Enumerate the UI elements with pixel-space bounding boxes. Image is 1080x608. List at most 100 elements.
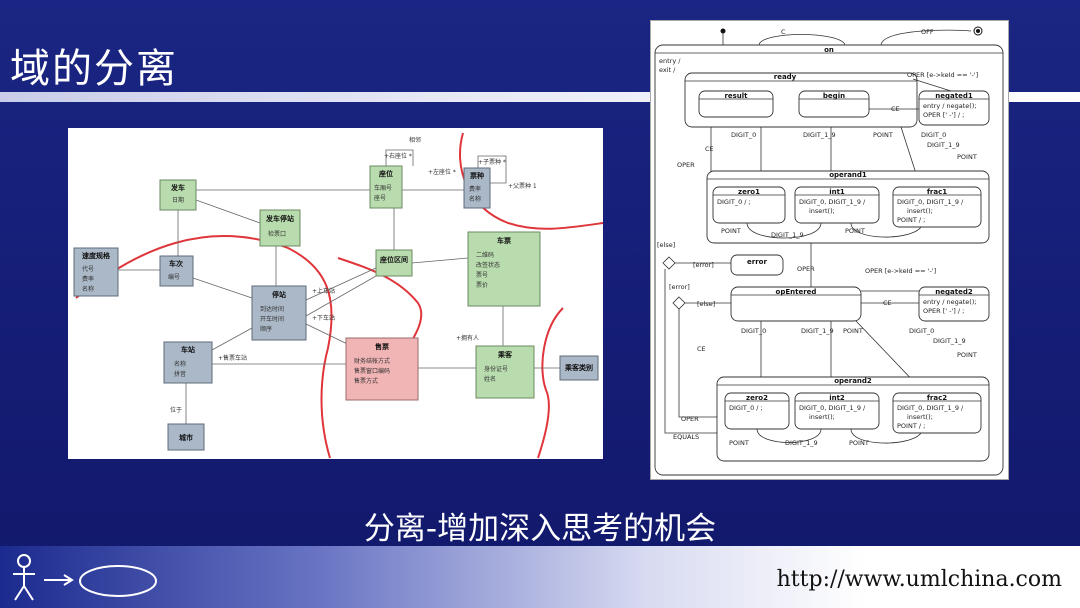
label-oper-keid-2: OPER [e->keId == '-'] <box>865 267 936 275</box>
class-chepiao[interactable]: 车票 二维码 改签状态 票号 票价 <box>467 231 541 307</box>
svg-text:opEntered: opEntered <box>776 288 817 296</box>
label-c: C <box>781 28 786 36</box>
svg-text:二维码: 二维码 <box>476 251 494 259</box>
svg-text:insert();: insert(); <box>907 207 933 215</box>
label-zipiaozhong: +子票种 * <box>478 158 506 166</box>
svg-text:财务结帐方式: 财务结帐方式 <box>354 357 390 365</box>
label-xianglin: 相邻 <box>409 136 421 144</box>
label-point-int1: POINT <box>845 227 865 235</box>
svg-text:名称: 名称 <box>469 195 481 203</box>
svg-text:OPER [' -'] / ;: OPER [' -'] / ; <box>923 111 964 119</box>
svg-text:姓名: 姓名 <box>484 375 496 383</box>
label-ce-1: CE <box>891 105 900 113</box>
assoc-checi-tingzhan <box>192 277 253 299</box>
svg-text:int1: int1 <box>829 188 845 196</box>
label-point-zero1: POINT <box>721 227 741 235</box>
top-initial-dot <box>720 28 726 34</box>
footer-url[interactable]: http://www.umlchina.com <box>776 567 1062 592</box>
assoc-piaozhong-self <box>477 155 507 184</box>
transition-int1-frac1 <box>850 222 922 238</box>
state-begin[interactable]: begin <box>798 90 870 118</box>
label-digit19-zero2: DIGIT_1_9 <box>785 439 818 447</box>
class-checi[interactable]: 车次 编号 <box>159 255 194 287</box>
label-fupiaozhong: +父票种 1 <box>508 182 537 190</box>
svg-text:车厢号: 车厢号 <box>374 184 392 192</box>
transition-operand2-equals <box>664 269 717 434</box>
label-point-ready: POINT <box>873 131 893 139</box>
svg-text:售票方式: 售票方式 <box>354 377 378 385</box>
class-chezhan[interactable]: 车站 名称 拼音 <box>163 341 213 384</box>
label-point-int2: POINT <box>849 439 869 447</box>
class-piaozhong[interactable]: 票种 费率 名称 <box>463 167 491 209</box>
separation-curve-4 <box>537 307 564 459</box>
label-xiachezhan: +下车站 <box>312 314 335 322</box>
svg-text:ready: ready <box>774 73 797 81</box>
label-oper-3: OPER <box>681 415 699 423</box>
class-chengkeleibie[interactable]: 乘客类别 <box>559 355 599 381</box>
state-zero1[interactable]: zero1 DIGIT_0 / ; <box>712 186 786 224</box>
state-int2[interactable]: int2 DIGIT_0, DIGIT_1_9 / insert(); <box>794 392 880 430</box>
svg-text:停站: 停站 <box>272 290 286 299</box>
label-equals: EQUALS <box>673 433 699 441</box>
class-tingzhan[interactable]: 停站 到达时间 开车时间 顺序 <box>251 285 307 341</box>
svg-text:日期: 日期 <box>172 196 184 204</box>
svg-text:身份证号: 身份证号 <box>484 365 508 373</box>
title-divider <box>0 92 1080 102</box>
state-negated1[interactable]: negated1 entry / negate(); OPER [' -'] /… <box>918 90 990 126</box>
assoc-zuoweiqujian-chepiao <box>411 257 469 264</box>
label-ce-2: CE <box>705 145 714 153</box>
usecase-ellipse-icon <box>79 565 157 597</box>
svg-text:费率: 费率 <box>82 275 94 283</box>
state-error[interactable]: error <box>730 254 784 276</box>
svg-text:发车停站: 发车停站 <box>265 214 294 223</box>
class-zuowei[interactable]: 座位 车厢号 座号 <box>369 165 403 209</box>
class-chengshi[interactable]: 城市 <box>167 423 205 451</box>
class-shoupiao[interactable]: 售票 财务结帐方式 售票窗口编码 售票方式 <box>345 337 419 401</box>
state-result[interactable]: result <box>698 90 774 118</box>
svg-text:DIGIT_0, DIGIT_1_9 /: DIGIT_0, DIGIT_1_9 / <box>799 198 866 206</box>
state-openentered[interactable]: opEntered <box>730 286 862 322</box>
svg-text:insert();: insert(); <box>907 413 933 421</box>
state-negated2[interactable]: negated2 entry / negate(); OPER [' -'] /… <box>918 286 990 322</box>
svg-text:顺序: 顺序 <box>260 325 272 333</box>
domain-class-diagram: .green{fill:#b9dcae;stroke:#6b8a62;strok… <box>68 128 603 459</box>
transition-int2-frac2 <box>850 428 922 444</box>
class-fachezhan[interactable]: 发车停站 检票口 <box>259 209 301 247</box>
state-on[interactable]: on entry / exit / <box>654 44 1004 476</box>
svg-text:名称: 名称 <box>174 360 186 368</box>
svg-text:代号: 代号 <box>82 265 94 273</box>
transition-operand2-oper <box>678 309 717 418</box>
svg-text:frac1: frac1 <box>927 188 947 196</box>
state-zero2[interactable]: zero2 DIGIT_0 / ; <box>724 392 790 430</box>
svg-text:error: error <box>747 258 767 266</box>
class-zuoweiqujian[interactable]: 座位区间 <box>375 249 413 277</box>
state-int1[interactable]: int1 DIGIT_0, DIGIT_1_9 / insert(); <box>794 186 880 224</box>
final-state-ring <box>973 26 983 36</box>
label-zuozuowei: +左座位 * <box>428 168 456 176</box>
label-youzuowei: +右座位 * <box>384 152 412 160</box>
label-digit0-neg2: DIGIT_0 <box>909 327 934 335</box>
svg-text:编号: 编号 <box>168 273 180 281</box>
label-off: OFF <box>921 28 934 36</box>
assoc-zuowei-self <box>385 149 414 166</box>
transition-off <box>880 29 972 46</box>
class-fache[interactable]: 发车 日期 <box>159 179 197 211</box>
label-digit0-neg1: DIGIT_0 <box>921 131 946 139</box>
label-else-2: [else] <box>697 300 715 308</box>
uml-actor-usecase-logo <box>13 554 157 601</box>
svg-text:on: on <box>824 46 834 54</box>
svg-text:int2: int2 <box>829 394 845 402</box>
assoc-tingzhan-zuoweiqujian-2 <box>305 275 377 317</box>
svg-text:OPER [' -'] / ;: OPER [' -'] / ; <box>923 307 964 315</box>
state-frac2[interactable]: frac2 DIGIT_0, DIGIT_1_9 / insert(); POI… <box>892 392 982 434</box>
label-yongyouren: +拥有人 <box>456 334 479 342</box>
class-chengke[interactable]: 乘客 身份证号 姓名 <box>475 345 535 399</box>
svg-text:售票: 售票 <box>375 342 389 351</box>
svg-text:城市: 城市 <box>179 433 193 442</box>
slide-subtitle: 分离-增加深入思考的机会 <box>363 511 717 547</box>
label-shangchezhan: +上车站 <box>312 287 335 295</box>
state-frac1[interactable]: frac1 DIGIT_0, DIGIT_1_9 / insert(); POI… <box>892 186 982 228</box>
class-yunxing[interactable]: 速度规格 代号 费率 名称 <box>73 247 119 297</box>
separation-curve-1 <box>75 235 333 459</box>
svg-text:zero1: zero1 <box>738 188 760 196</box>
